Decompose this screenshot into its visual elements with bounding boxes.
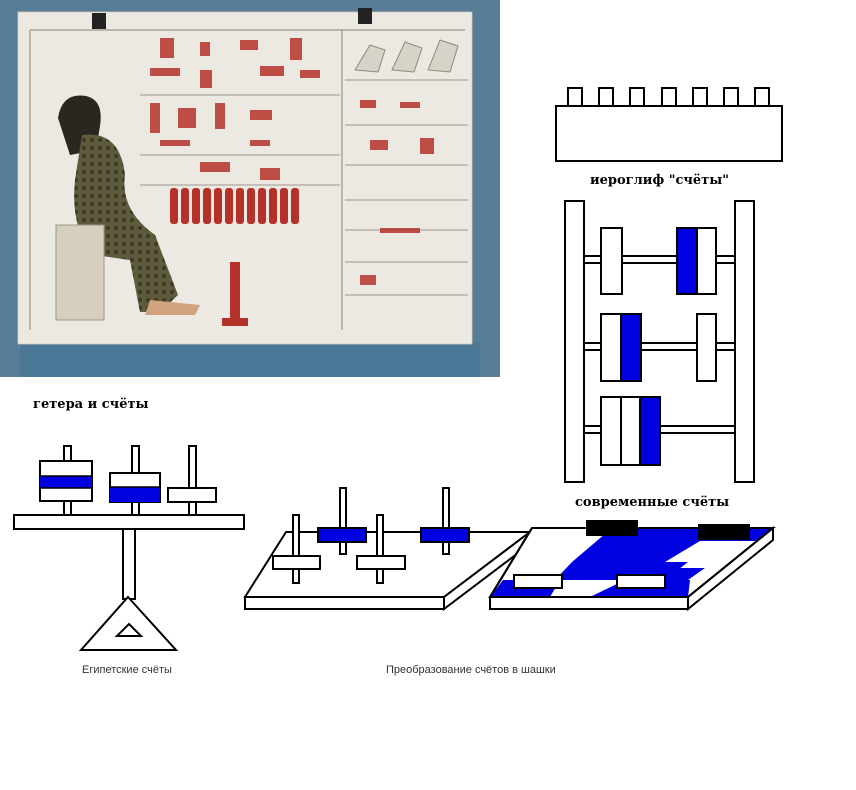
transformation-board-1 [243, 487, 533, 612]
checker-piece-black [586, 520, 638, 536]
transformation-board-2 [488, 520, 776, 612]
board-bead-blue [420, 527, 470, 543]
checker-piece-white [513, 574, 563, 589]
board-bead [356, 555, 406, 570]
seated-woman-figure [55, 95, 200, 321]
stand-top [13, 514, 245, 530]
checker-piece-white [616, 574, 666, 589]
caption-egyptian-abacus: Египетские счёты [82, 664, 172, 676]
abacus-bead-blue [676, 227, 698, 295]
display-shelf [20, 342, 480, 377]
offering-bread-loaves [170, 188, 299, 224]
hieroglyph-marks [150, 38, 434, 285]
abacus-post-left [564, 200, 585, 483]
abacus-bead-blue [639, 396, 661, 466]
stele-photo [0, 0, 500, 377]
abacus-bead [620, 396, 641, 466]
hieroglyph-abacus-drawing [555, 87, 783, 162]
caption-modern-abacus: современные счёты [575, 495, 730, 510]
hieroglyph-base [555, 105, 783, 162]
checker-piece-black [698, 524, 750, 540]
hieroglyph-teeth [567, 87, 770, 107]
board-bead-blue [317, 527, 367, 543]
abacus-bead [696, 227, 717, 295]
caption-transformation: Преобразование счётов в шашки [386, 664, 556, 676]
abacus-frame-drawing [564, 200, 755, 483]
abacus-bead [600, 396, 622, 466]
caption-hieroglyph: иероглиф "счёты" [590, 173, 730, 188]
abacus-bead-blue [620, 313, 642, 382]
hanging-clip-right [358, 8, 372, 24]
egyptian-abacus-drawing [13, 445, 245, 651]
board-bead [272, 555, 321, 570]
bead-stack-3 [167, 487, 217, 503]
stand-leg [122, 528, 136, 600]
abacus-bead [696, 313, 717, 382]
hanging-clip-left [92, 13, 106, 29]
abacus-bead [600, 227, 623, 295]
bird-figures [354, 39, 459, 73]
caption-hetaira: гетера и счёты [33, 397, 149, 412]
abacus-bead [600, 313, 622, 382]
abacus-post-right [734, 200, 755, 483]
